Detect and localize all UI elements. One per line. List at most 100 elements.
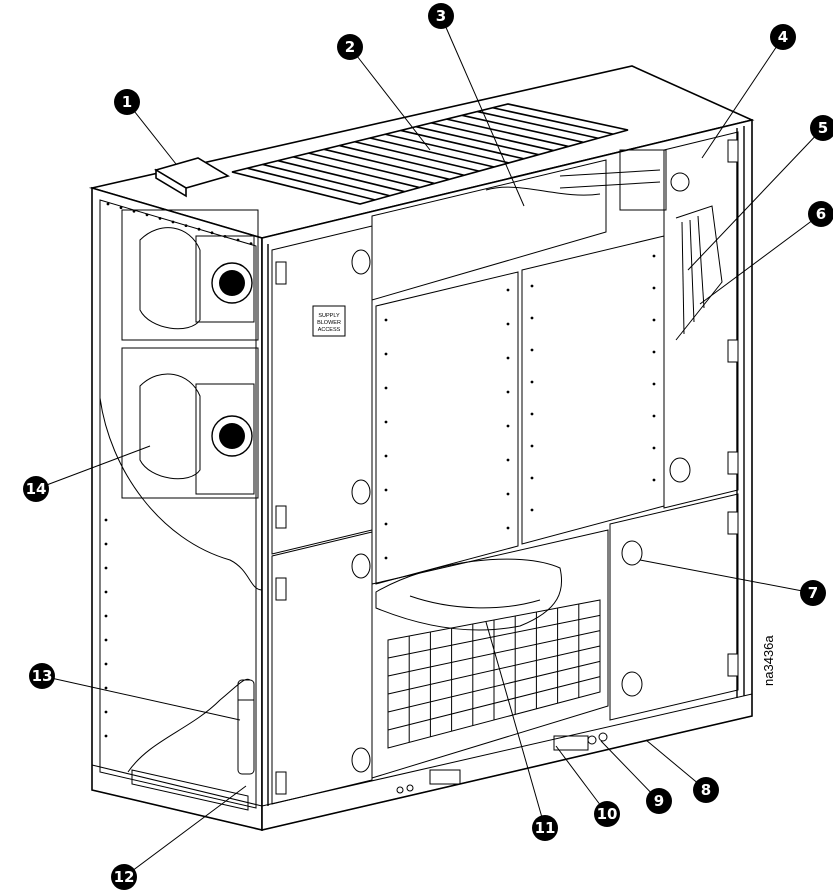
fan-guard-grille <box>387 599 601 749</box>
grille-slat <box>339 144 465 177</box>
rivet <box>652 350 656 354</box>
center-access-door-left <box>375 271 519 585</box>
grille-slat <box>293 156 420 189</box>
compressor-base-frame <box>131 769 249 811</box>
callout-number: 14 <box>26 480 47 498</box>
rivet <box>652 478 656 482</box>
rivet <box>249 242 253 246</box>
rivet <box>506 492 510 496</box>
guard-wire <box>387 630 601 677</box>
rivet <box>104 590 108 594</box>
callout-marker <box>800 580 826 606</box>
hinges <box>275 139 739 795</box>
callout-11: 11 <box>532 815 558 841</box>
callout-9: 9 <box>646 788 672 814</box>
callout-3: 3 <box>428 3 454 29</box>
rivet <box>132 209 136 213</box>
callout-7: 7 <box>800 580 826 606</box>
hinge <box>727 653 739 677</box>
leader-lines <box>35 15 824 878</box>
grille-slat <box>247 167 376 201</box>
grille-slat <box>461 114 584 144</box>
rivet <box>506 356 510 360</box>
callout-number: 2 <box>345 38 355 56</box>
grille-slat <box>369 137 495 168</box>
callout-8: 8 <box>693 777 719 803</box>
top-coil-grille <box>231 103 629 205</box>
callout-number: 4 <box>778 28 788 46</box>
rivet <box>236 238 240 242</box>
rivet <box>384 522 388 526</box>
guard-wire <box>387 676 601 731</box>
callout-number: 9 <box>654 792 664 810</box>
rivet <box>652 286 656 290</box>
rivet <box>652 382 656 386</box>
callout-marker <box>23 476 49 502</box>
rivet <box>104 686 108 690</box>
rivet <box>652 254 656 258</box>
grille-slat <box>431 122 554 152</box>
rivet <box>506 288 510 292</box>
rivet <box>506 322 510 326</box>
callout-10: 10 <box>594 801 620 827</box>
piping-section <box>559 149 690 211</box>
rivet <box>384 420 388 424</box>
guard-wire <box>387 614 601 659</box>
callout-marker <box>29 663 55 689</box>
callout-marker <box>693 777 719 803</box>
callout-marker <box>532 815 558 841</box>
callout-number: 12 <box>114 868 135 886</box>
rivet <box>104 638 108 642</box>
callout-number: 13 <box>32 667 53 685</box>
rivet <box>384 454 388 458</box>
rivet <box>530 508 534 512</box>
callout-5: 5 <box>810 115 833 141</box>
rivet-dots <box>104 202 656 738</box>
callout-number: 5 <box>818 119 828 137</box>
grille-slat <box>415 125 539 156</box>
hinge <box>275 771 287 795</box>
hinge <box>727 339 739 363</box>
callout-4: 4 <box>770 24 796 50</box>
rivet <box>384 488 388 492</box>
rivet <box>223 235 227 238</box>
grille-slat <box>400 129 524 160</box>
rivet <box>158 217 162 220</box>
callout-marker <box>428 3 454 29</box>
grille-slat <box>277 159 405 193</box>
callout-1: 1 <box>114 89 140 115</box>
supply-blower-lower <box>121 347 259 499</box>
left-panel-cutaway <box>99 397 263 773</box>
hinge <box>275 505 287 529</box>
rivet <box>506 526 510 530</box>
rivet <box>652 446 656 450</box>
callout-14: 14 <box>23 476 49 502</box>
grille-slat <box>308 152 435 185</box>
callout-marker <box>111 864 137 890</box>
right-upper-panel <box>663 131 739 509</box>
rivet <box>530 284 534 288</box>
service-plates <box>396 732 608 794</box>
callout-6: 6 <box>808 201 833 227</box>
callout-marker <box>808 201 833 227</box>
grille-slat <box>354 140 480 172</box>
rivet <box>197 227 201 231</box>
rivet <box>104 734 108 738</box>
callout-marker <box>646 788 672 814</box>
coil-fins-right <box>675 205 723 341</box>
rivet <box>210 231 214 235</box>
callout-12: 12 <box>111 864 137 890</box>
panel-label-line-3: ACCESS <box>318 327 341 333</box>
rivet <box>145 213 149 217</box>
hinge <box>727 451 739 475</box>
hinge <box>727 511 739 535</box>
rivet <box>506 390 510 394</box>
rivet <box>530 348 534 352</box>
rivet <box>384 352 388 356</box>
rivet <box>384 556 388 560</box>
rivet <box>104 614 108 618</box>
rivet <box>652 414 656 418</box>
callout-13: 13 <box>29 663 55 689</box>
left-front-panel: SUPPLY BLOWER ACCESS <box>271 225 373 805</box>
